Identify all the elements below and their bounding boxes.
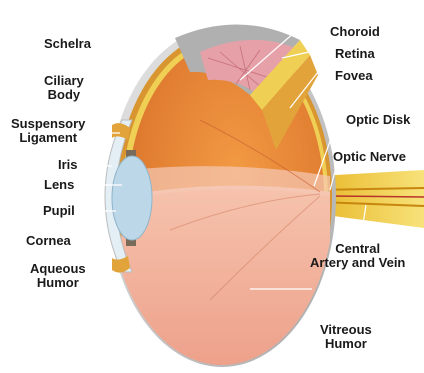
lens-shape (112, 156, 152, 240)
label-retina: Retina (335, 47, 375, 61)
label-pupil: Pupil (43, 204, 75, 218)
label-cornea: Cornea (26, 234, 71, 248)
label-vitreous-humor: Vitreous Humor (320, 323, 372, 351)
label-lens: Lens (44, 178, 74, 192)
label-optic-nerve: Optic Nerve (333, 150, 406, 164)
label-central-artery-and-vein: Central Artery and Vein (310, 242, 405, 270)
label-aqueous-humor: Aqueous Humor (30, 262, 86, 290)
label-ciliary-body: Ciliary Body (44, 74, 84, 102)
label-iris: Iris (58, 158, 78, 172)
label-schelra: Schelra (44, 37, 91, 51)
label-optic-disk: Optic Disk (346, 113, 410, 127)
label-suspensory-ligament: Suspensory Ligament (11, 117, 85, 145)
label-choroid: Choroid (330, 25, 380, 39)
label-fovea: Fovea (335, 69, 373, 83)
